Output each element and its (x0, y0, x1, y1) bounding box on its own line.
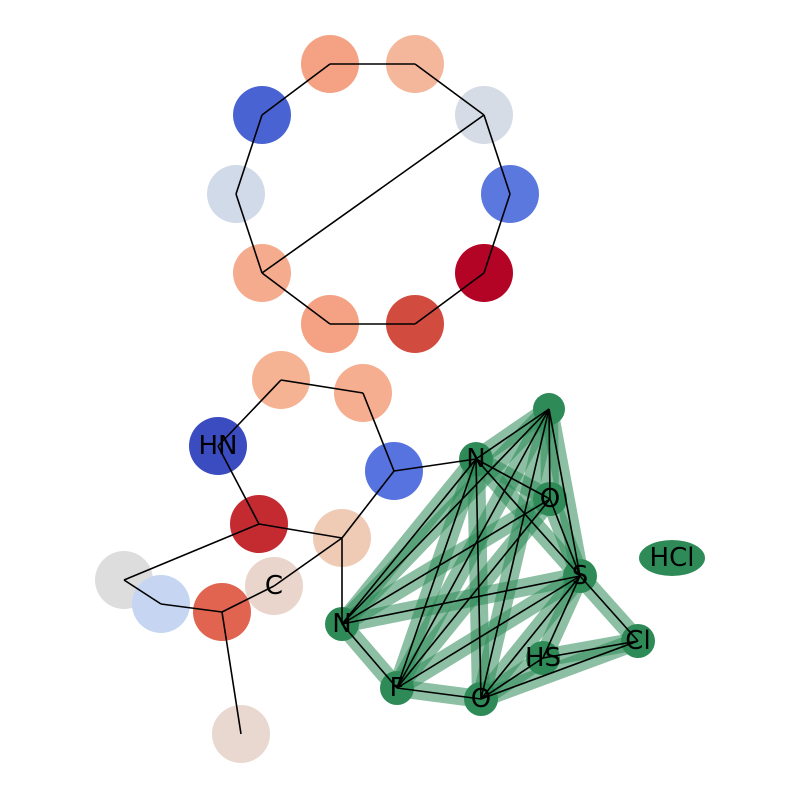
bond-line (280, 379, 364, 394)
bond-line (273, 537, 343, 587)
bond-line (123, 523, 260, 581)
bond-line (414, 272, 485, 325)
bond-line (480, 657, 544, 700)
salt-node (639, 540, 705, 576)
bond-line (123, 579, 162, 605)
bond-line (221, 611, 242, 735)
bond-line (542, 640, 639, 659)
atom-label: HN (199, 431, 238, 461)
bond-line (579, 575, 639, 642)
bond-line (396, 498, 551, 689)
atom-label: O (540, 484, 560, 514)
bond-line (341, 470, 395, 539)
bond-line (483, 193, 511, 274)
bond-line (414, 63, 485, 116)
bond-line (261, 272, 331, 325)
bond-line (160, 603, 223, 613)
bond-line (396, 575, 581, 689)
bond-line (475, 458, 581, 577)
bond-line (261, 114, 485, 274)
bond-line (362, 392, 395, 472)
bond-line (542, 575, 581, 659)
bond-line (396, 687, 482, 700)
bond-line (221, 585, 275, 613)
bond-line (258, 523, 343, 539)
bond-line (235, 193, 263, 274)
bond-line (475, 458, 551, 500)
bond-line (341, 623, 398, 689)
atom-label: F (390, 673, 405, 703)
bond-line (261, 63, 331, 116)
bond-line (480, 640, 639, 700)
atom-label: HCl (650, 543, 695, 573)
bond-line (480, 575, 581, 700)
bond-line (475, 408, 550, 460)
bond-line (548, 408, 551, 500)
atom-label: HS (525, 643, 561, 673)
atom-label: O (471, 684, 491, 714)
atom-label: S (572, 561, 589, 591)
atom-label: N (466, 444, 485, 474)
bond-line (235, 114, 263, 195)
bond-line (396, 408, 550, 689)
atom-label: Cl (625, 626, 650, 656)
bond-line (480, 408, 550, 700)
bond-line (341, 408, 550, 625)
bond-group (123, 63, 639, 735)
bond-line (341, 575, 581, 625)
atom-label: N (332, 609, 351, 639)
bond-line (341, 458, 477, 625)
bond-line (548, 408, 581, 577)
bond-line (475, 458, 482, 700)
bond-line (396, 458, 477, 689)
bond-line (217, 445, 260, 525)
bond-line (217, 379, 282, 447)
bond-line (341, 498, 551, 625)
bond-line (393, 458, 477, 472)
atom-label: C (265, 571, 283, 601)
bond-line (483, 114, 511, 195)
bond-line (549, 498, 581, 577)
